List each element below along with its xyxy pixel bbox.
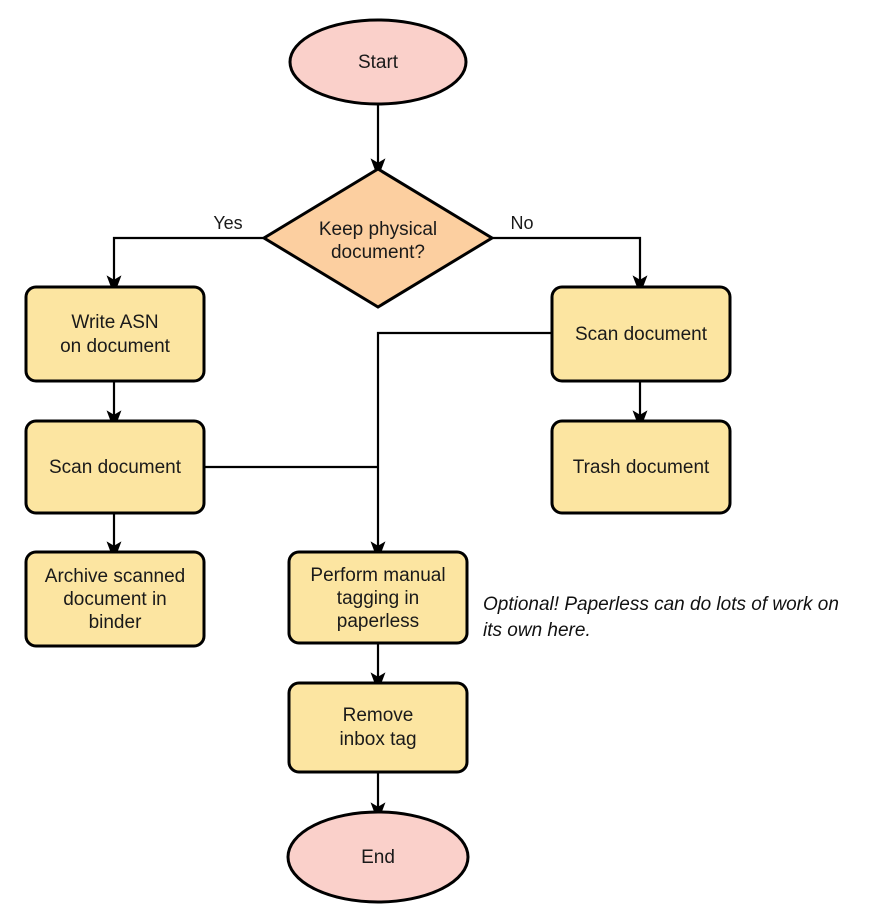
- node-scan-document-right[interactable]: Scan document: [550, 285, 732, 383]
- scan-document-right-rect: [550, 285, 732, 383]
- decision-diamond: [261, 167, 495, 309]
- node-start[interactable]: Start: [288, 18, 468, 106]
- node-end[interactable]: End: [286, 810, 470, 904]
- decision-label-line1: Keep physical: [319, 219, 437, 240]
- start-label: Start: [358, 52, 399, 73]
- node-perform-manual-tagging[interactable]: Perform manual tagging in paperless: [287, 550, 469, 645]
- trash-label: Trash document: [573, 457, 710, 478]
- remove-tag-label-line1: Remove: [343, 705, 414, 726]
- node-decision-keep-physical-document[interactable]: Keep physical document?: [261, 167, 495, 309]
- edge-decision-yes-to-write-asn: [106, 236, 264, 296]
- node-scan-document-left[interactable]: Scan document: [24, 419, 206, 515]
- tagging-label-line3: paperless: [337, 611, 419, 632]
- edge-decision-no-to-scan-right: [492, 236, 648, 296]
- node-trash-document[interactable]: Trash document: [550, 419, 732, 515]
- node-archive-scanned-document[interactable]: Archive scanned document in binder: [24, 550, 206, 648]
- scan-document-left-label: Scan document: [49, 457, 182, 478]
- node-write-asn-on-document[interactable]: Write ASN on document: [24, 285, 206, 383]
- annotation-line1: Optional! Paperless can do lots of work …: [483, 594, 839, 615]
- archive-label-line1: Archive scanned: [45, 566, 185, 587]
- end-ellipse: [286, 810, 470, 904]
- end-label: End: [361, 847, 395, 868]
- scan-document-right-label: Scan document: [575, 324, 708, 345]
- archive-rect: [24, 550, 206, 648]
- annotation-line2: its own here.: [483, 620, 591, 641]
- node-remove-inbox-tag[interactable]: Remove inbox tag: [287, 681, 469, 774]
- scan-document-left-rect: [24, 419, 206, 515]
- archive-label-line2: document in: [63, 589, 167, 610]
- tagging-label-line1: Perform manual: [310, 565, 445, 586]
- remove-tag-label-line2: inbox tag: [339, 729, 416, 750]
- archive-label-line3: binder: [89, 612, 142, 633]
- write-asn-rect: [24, 285, 206, 383]
- edge-scan-right-to-tagging: [370, 331, 552, 562]
- write-asn-label-line2: on document: [60, 336, 171, 357]
- write-asn-label-line1: Write ASN: [71, 312, 158, 333]
- tagging-label-line2: tagging in: [337, 588, 419, 609]
- tagging-rect: [287, 550, 469, 645]
- edge-label-no: No: [510, 213, 533, 233]
- decision-label-line2: document?: [331, 242, 425, 263]
- edge-label-yes: Yes: [213, 213, 242, 233]
- trash-rect: [550, 419, 732, 515]
- start-ellipse: [288, 18, 468, 106]
- remove-tag-rect: [287, 681, 469, 774]
